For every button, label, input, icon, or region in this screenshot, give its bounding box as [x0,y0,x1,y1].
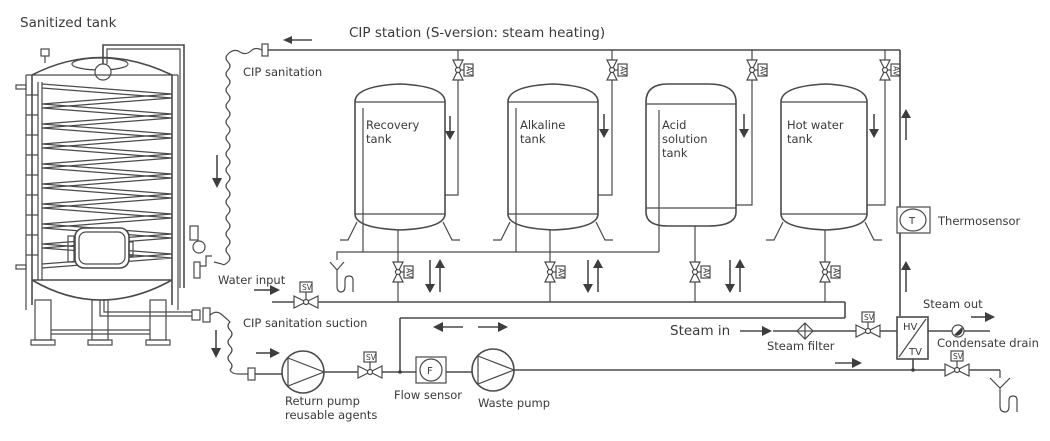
av-symbol: AV [832,268,841,279]
thermosensor: T [896,206,931,234]
drain-funnel-right [989,377,1018,413]
av-symbol: AV [759,66,768,77]
air-valve: AV [392,261,414,283]
sv-symbol: SV [864,313,875,322]
alkaline-tank [493,83,613,302]
av-symbol: AV [465,66,474,77]
return-pump [281,350,326,394]
condensate-solenoid-valve: SV [944,350,970,377]
tank-inflow-arrows [445,114,879,140]
av-symbol: AV [619,66,628,77]
cip-sanitation-hose [212,36,900,266]
cip-sanitation-suction-label: CIP sanitation suction [243,316,367,330]
sanitized-tank-title: Sanitized tank [20,15,117,31]
air-valve: AV [746,59,768,81]
waste-pump [471,348,516,392]
heat-exchanger: HV TV [896,316,929,360]
steam-filter [796,322,814,340]
tv-symbol: TV [908,347,922,358]
air-valve: AV [452,59,474,81]
condensate-drain-trap [951,324,965,338]
return-pump-label-line2: reusable agents [285,408,377,422]
tank-3-label-line2: solution [662,132,708,146]
av-symbol: AV [557,268,566,279]
thermosensor-label: Thermosensor [937,214,1021,228]
condensate-drain-label: Condensate drain [937,336,1039,350]
tank-3-label-line1: Acid [662,118,686,132]
hv-symbol: HV [903,322,918,333]
water-input-solenoid-valve: SV [293,281,319,309]
flow-sensor: F [415,356,447,384]
return-solenoid-valve: SV [357,351,383,379]
tank-3-label-line3: tank [662,146,688,160]
sanitized-tank [15,44,212,346]
drain-funnel-left [329,261,354,293]
acid-solution-tank [645,83,737,302]
sv-symbol: SV [302,283,313,292]
av-symbol: AV [892,66,901,77]
steam-solenoid-valve: SV [855,311,881,338]
av-symbol: AV [405,268,414,279]
waste-pump-label: Waste pump [478,396,550,410]
av-symbol: AV [702,268,711,279]
sv-symbol: SV [366,353,377,362]
air-valve: AV [879,59,901,81]
tank-inlet-pipes [445,50,886,206]
heating-coil [41,83,173,269]
cip-sanitation-label: CIP sanitation [243,65,322,79]
flow-sensor-label: Flow sensor [394,388,462,402]
steam-out-label: Steam out [923,297,983,311]
steam-filter-label: Steam filter [767,339,835,353]
air-valve: AV [606,59,628,81]
tank-2-label-line1: Alkaline [520,118,565,132]
thermo-symbol: T [908,216,916,227]
flow-symbol: F [427,366,433,377]
tank-bidirectional-arrows [425,259,745,293]
diagram-title: CIP station (S-version: steam heating) [349,25,605,41]
tank-2-label-line2: tank [520,132,546,146]
tank-4-label-line2: tank [787,132,813,146]
air-valve: AV [544,261,566,283]
tank-4-label-line1: Hot water [787,118,844,132]
air-valve: AV [689,261,711,283]
sv-symbol: SV [953,352,964,361]
air-valves: AV AV AV AV AV AV AV AV [392,59,901,283]
tank-1-label-line2: tank [366,132,392,146]
tank-1-label-line1: Recovery [366,118,420,132]
cip-suction-hose [209,311,282,381]
steam-in-label: Steam in [670,323,730,339]
water-input-label: Water input [218,273,286,287]
return-pump-label-line1: Return pump [285,394,360,408]
air-valve: AV [819,261,841,283]
